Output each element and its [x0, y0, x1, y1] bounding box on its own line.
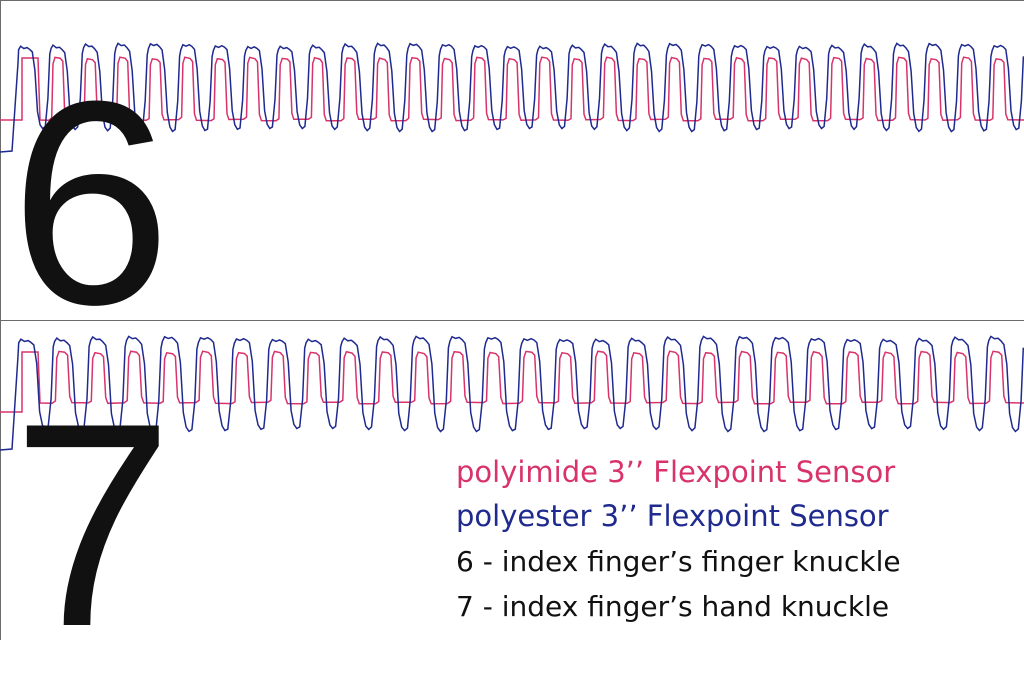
legend-polyimide: polyimide 3’’ Flexpoint Sensor — [456, 455, 896, 489]
series-polyimide-panel-7 — [0, 350, 1024, 413]
legend-note-7: 7 - index finger’s hand knuckle — [456, 590, 890, 623]
panel-label-7: 7 — [12, 363, 174, 687]
series-polyester-panel-6 — [0, 42, 1024, 153]
legend-note-6: 6 - index finger’s finger knuckle — [456, 545, 901, 578]
panel-label-6: 6 — [10, 41, 172, 365]
series-polyester-panel-7 — [0, 335, 1024, 451]
legend-polyester: polyester 3’’ Flexpoint Sensor — [456, 499, 889, 533]
series-polyimide-panel-6 — [0, 56, 1024, 122]
sensor-plot — [0, 0, 1024, 640]
